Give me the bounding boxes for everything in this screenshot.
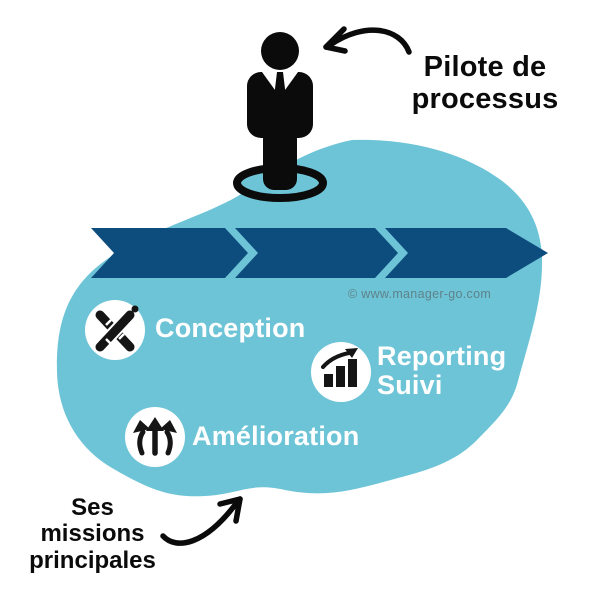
mission-icon-reporting: [311, 342, 371, 402]
arrow-to-person-icon: [323, 26, 412, 55]
mission-label-amelioration: Amélioration: [192, 421, 360, 451]
annotation-ses-missions: Ses missions principales: [29, 494, 156, 574]
arrow-to-missions-icon: [160, 496, 243, 546]
mission-icon-conception: [85, 300, 145, 360]
mission-label-conception: Conception: [155, 313, 306, 343]
bar-chart-growth-icon: [321, 348, 358, 387]
page-title: Pilote de processus: [411, 51, 559, 115]
person-marker: [233, 32, 327, 202]
design-tools-icon: [95, 305, 139, 352]
mission-label-reporting-suivi: Reporting Suivi: [377, 341, 507, 400]
watermark: © www.manager-go.com: [348, 287, 492, 301]
process-chevron-3: [385, 228, 548, 278]
mission-icon-amelioration: [125, 407, 185, 467]
process-chevron-1: [91, 228, 248, 278]
triple-up-arrows-icon: [133, 417, 177, 456]
person-icon: [247, 32, 313, 190]
process-chevron-2: [235, 228, 398, 278]
process-chevron-band: [91, 228, 548, 278]
